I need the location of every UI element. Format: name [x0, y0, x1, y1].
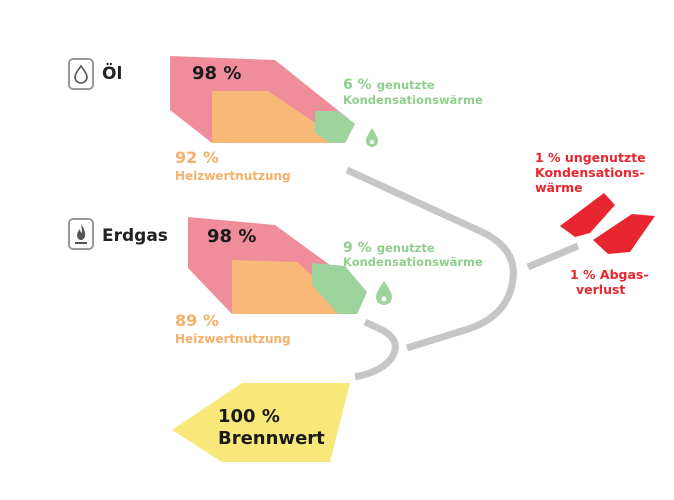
gas-condensation-label1: genutzte — [376, 241, 435, 255]
oil-icon-box — [68, 58, 94, 90]
gas-fuel-label: Erdgas — [102, 226, 168, 246]
gas-total-pct: 98 % — [207, 226, 257, 247]
unused-condensation-text: 1 % ungenutzte Kondensations- wärme — [535, 150, 646, 195]
gas-condensate-drop-icon — [376, 281, 392, 305]
oil-condensation-pct: 6 % — [343, 77, 372, 93]
oil-condensation-shape — [315, 111, 355, 143]
pipe-to-losses — [526, 242, 580, 271]
oil-drop-icon — [74, 64, 88, 84]
oil-condensate-drop-icon — [366, 128, 378, 147]
gas-condensation-line1: 9 % genutzte — [343, 237, 435, 256]
gas-icon-box — [68, 218, 94, 250]
flue-loss-line2: verlust — [576, 282, 626, 297]
unused-condensation-arrow — [560, 193, 615, 237]
flue-loss-line1: 1 % Abgas- — [570, 267, 649, 282]
oil-heat-label: Heizwertnutzung — [175, 169, 291, 183]
oil-condensation-label1: genutzte — [376, 78, 435, 92]
oil-condensation-label2: Kondensationswärme — [343, 93, 483, 107]
oil-slab — [170, 56, 378, 147]
oil-heat-shape — [212, 91, 345, 143]
unused-condensation-line1: 1 % ungenutzte — [535, 150, 646, 165]
source-shape — [172, 383, 350, 462]
flue-loss-text: 1 % Abgas- verlust — [570, 267, 649, 297]
gas-condensation-shape — [312, 263, 367, 314]
pipe-gas-to-source — [354, 318, 399, 381]
gas-heat-label: Heizwertnutzung — [175, 332, 291, 346]
unused-condensation-line2: Kondensations- — [535, 165, 645, 180]
gas-heat-shape — [232, 260, 357, 314]
unused-condensation-line3: wärme — [535, 180, 583, 195]
gas-heat-pct: 89 % — [175, 311, 219, 330]
gas-condensation-pct: 9 % — [343, 240, 372, 256]
oil-fuel-label: Öl — [102, 64, 123, 84]
oil-heat-pct: 92 % — [175, 148, 219, 167]
pipe-oil-to-merge — [345, 166, 517, 352]
gas-flame-icon — [75, 224, 87, 244]
source-label: Brennwert — [218, 428, 325, 449]
flue-loss-arrow — [593, 214, 655, 254]
gas-slab — [188, 217, 392, 314]
source-pct: 100 % — [218, 406, 280, 427]
oil-condensation-line1: 6 % genutzte — [343, 74, 435, 93]
oil-total-pct: 98 % — [192, 63, 242, 84]
gas-condensation-label2: Kondensationswärme — [343, 255, 483, 269]
